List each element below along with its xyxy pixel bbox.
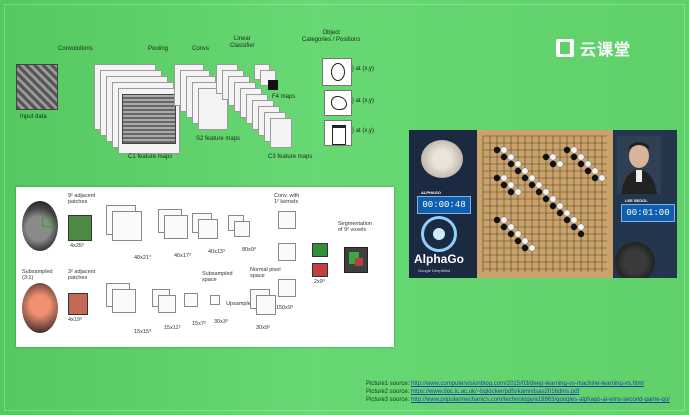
lee-sedol-timer: 00:01:00 [621, 204, 675, 222]
alphago-brand-subtext: Google DeepMind [418, 268, 451, 273]
b1-label: 4x19³ [68, 317, 82, 323]
pooling-label: Pooling [148, 46, 169, 52]
bottom-feature-cube-4 [210, 295, 220, 305]
position-label-3: } at (x,y) [352, 128, 375, 134]
segmentation-green-region [349, 252, 359, 264]
animal-sketch-image [324, 90, 352, 116]
fc-cube-1 [278, 211, 296, 229]
segmentation-red-region [355, 258, 363, 266]
t2-label: 40x21³ [134, 255, 151, 261]
c1-label: C1 feature maps [128, 154, 173, 160]
f4-map-block [268, 80, 278, 90]
t5-label: 80x9³ [242, 247, 256, 253]
input-data-label: Input data [20, 114, 47, 120]
c3-stack-layer [270, 118, 292, 148]
bottom-feature-cube-5b [256, 295, 276, 315]
bottom-feature-cube-3 [184, 293, 198, 307]
logo-text: 云课堂 [580, 40, 632, 59]
source-1-link[interactable]: http://www.computervisionblog.com/2015/0… [411, 381, 644, 387]
s2-label: S2 feature maps [196, 136, 241, 142]
t4-label: 40x13³ [208, 249, 225, 255]
t6-label: 150x9³ [276, 305, 293, 311]
face-outline-icon [331, 63, 345, 81]
input-image [16, 64, 58, 110]
segmentation-label: Segmentation of 9² voxels [338, 221, 372, 233]
black-stones [493, 146, 599, 252]
alphago-logo-icon [421, 216, 457, 252]
source-2-link[interactable]: https://www.doc.ic.ac.uk/~bglocker/pdfs/… [411, 389, 580, 395]
segmentation-diagram: 9² adjacent patches 4x25³ 40x21³ 40x17³ … [16, 187, 394, 347]
convolutions-label: Convolutions [58, 46, 93, 52]
chair-sketch-image [324, 120, 352, 146]
lee-sedol-photo [617, 136, 661, 194]
top-patch-image [68, 215, 92, 241]
source-line-2: Picture2 source: https://www.doc.ic.ac.u… [366, 388, 670, 396]
face-sketch-image [322, 58, 352, 86]
source-3-label: Picture3 source: [366, 397, 410, 403]
t7-label: 2x9³ [314, 279, 325, 285]
brain-mri-image [22, 201, 58, 251]
alphago-brand-text: AlphaGo [414, 252, 464, 266]
c3-label: C3 feature maps [268, 154, 313, 160]
fc-cube-2 [278, 243, 296, 261]
s2-stack-layer [198, 88, 228, 130]
cloud-classroom-logo: 云课堂 [556, 36, 631, 60]
fc-cube-3 [278, 279, 296, 297]
top-patches-label: 9² adjacent patches [68, 193, 96, 205]
linear-classifier-label: Linear Classifier [230, 36, 255, 49]
black-stone-bowl [615, 242, 655, 278]
normal-space-label: Normal pixel space [250, 267, 281, 279]
position-label-1: } at (x,y) [352, 66, 375, 72]
go-grid [482, 135, 607, 272]
top-feature-cube-4b [234, 221, 250, 237]
b2-label: 15x15³ [134, 329, 151, 335]
alphago-timer-name: ALPHAGO [421, 190, 441, 195]
cloud-classroom-logo-icon [556, 39, 574, 57]
source-line-1: Picture1 source: http://www.computervisi… [366, 380, 670, 388]
white-stone-bowl [421, 140, 463, 178]
top-feature-cube-2b [164, 215, 188, 239]
source-1-label: Picture1 source: [366, 381, 410, 387]
source-3-link[interactable]: http://www.popularmechanics.com/technolo… [411, 397, 670, 403]
alphago-timer: 00:00:48 [417, 196, 471, 214]
object-categories-label: Object Categories / Positions [302, 30, 361, 43]
bottom-feature-cube-2b [158, 295, 176, 313]
top-feature-cube-3b [198, 219, 218, 239]
b4-label: 15x7³ [192, 321, 206, 327]
sub-patches-label: 3² adjacent patches [68, 269, 96, 281]
white-stones [500, 146, 606, 252]
subsampled-label: Subsampled (3:1) [22, 269, 53, 281]
source-2-label: Picture2 source: [366, 389, 410, 395]
conv-kernels-label: Conv. with 1² kernels [274, 193, 300, 205]
source-line-3: Picture3 source: http://www.popularmecha… [366, 396, 670, 404]
b6-label: 30x9³ [256, 325, 270, 331]
brain-subsampled-image [22, 283, 58, 333]
alphago-broadcast-image: ALPHAGO 00:00:48 AlphaGo Google DeepMind [409, 130, 677, 278]
lee-timer-name: LEE SEDOL [625, 198, 648, 203]
f4-label: F4 maps [272, 94, 296, 100]
convs-label: Convs [192, 46, 210, 52]
top-feature-cube-1b [112, 211, 142, 241]
b3-label: 15x11³ [164, 325, 181, 331]
animal-outline-icon [331, 96, 347, 110]
sub-space-label: Subsampled space [202, 271, 233, 283]
patch-highlight-box [42, 217, 52, 227]
upsample-label: Upsample [226, 301, 251, 307]
b5-label: 30x3³ [214, 319, 228, 325]
output-map-red [312, 263, 328, 277]
picture-sources: Picture1 source: http://www.computervisi… [366, 380, 670, 404]
bottom-patch-image [68, 293, 88, 315]
cnn-diagram: Convolutions Pooling Convs Linear Classi… [10, 28, 380, 178]
chair-outline-icon [332, 125, 346, 145]
c1-feature-image [122, 94, 176, 144]
go-board [477, 130, 613, 278]
output-map-green [312, 243, 328, 257]
segmentation-result-image [344, 247, 368, 273]
t1-label: 4x25³ [70, 243, 84, 249]
position-label-2: } at (x,y) [352, 98, 375, 104]
bottom-feature-cube-1b [112, 289, 136, 313]
t3-label: 40x17³ [174, 253, 191, 259]
